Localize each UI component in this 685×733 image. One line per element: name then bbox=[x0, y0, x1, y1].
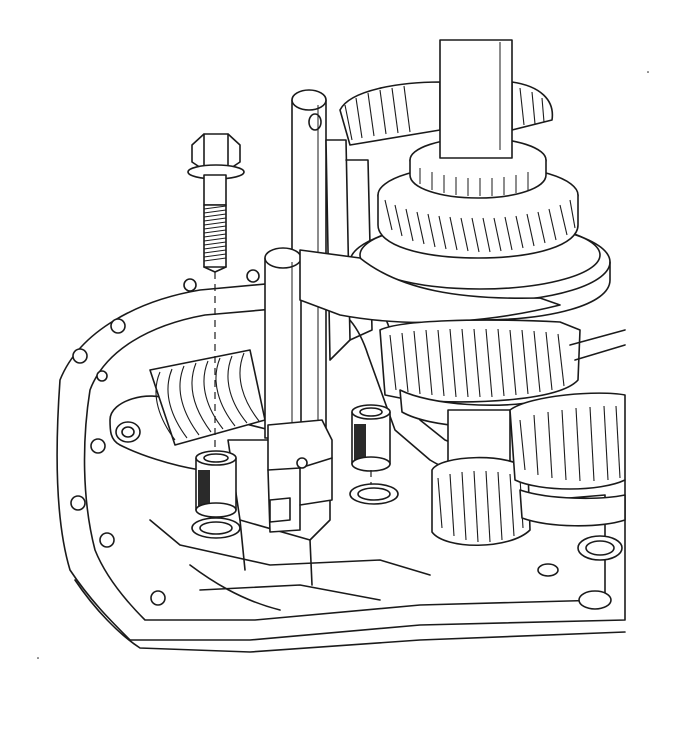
speck-mark bbox=[647, 71, 649, 73]
shift-shaft-front bbox=[264, 247, 333, 533]
gear-stack-middle bbox=[379, 319, 626, 547]
dowel-sleeve-left bbox=[195, 450, 237, 518]
shift-fork-assembly bbox=[109, 349, 331, 586]
flange-bolt bbox=[187, 133, 245, 273]
speck-mark bbox=[37, 657, 39, 659]
gear-stack-upper bbox=[299, 39, 611, 324]
dowel-hole-right bbox=[349, 483, 399, 505]
dowel-sleeve-right bbox=[351, 404, 391, 472]
dowel-hole-left bbox=[191, 517, 241, 539]
